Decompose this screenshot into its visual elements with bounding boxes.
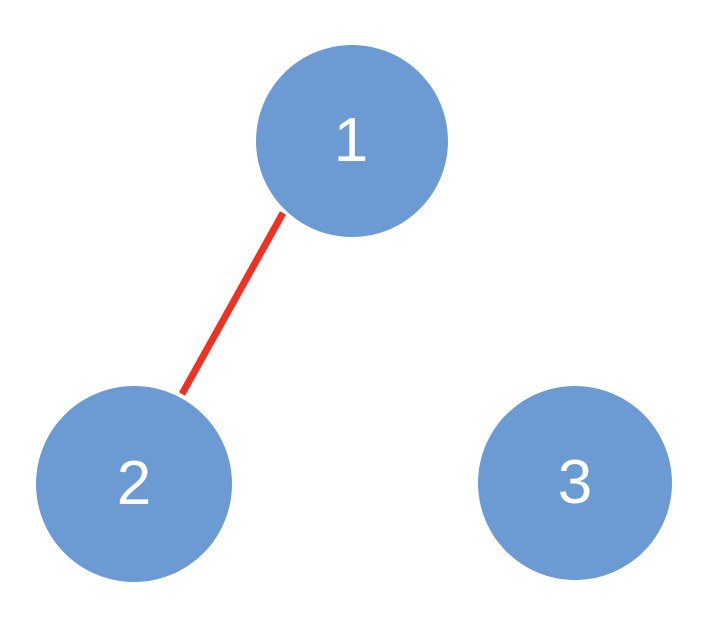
graph-node-1[interactable]: 1 bbox=[256, 45, 448, 237]
graph-node-3[interactable]: 3 bbox=[478, 386, 672, 580]
graph-node-3-label: 3 bbox=[557, 448, 593, 517]
graph-node-2[interactable]: 2 bbox=[36, 386, 232, 582]
graph-edge-1-2[interactable] bbox=[178, 211, 287, 396]
graph-node-2-label: 2 bbox=[116, 449, 152, 518]
graph-node-1-label: 1 bbox=[333, 106, 369, 175]
